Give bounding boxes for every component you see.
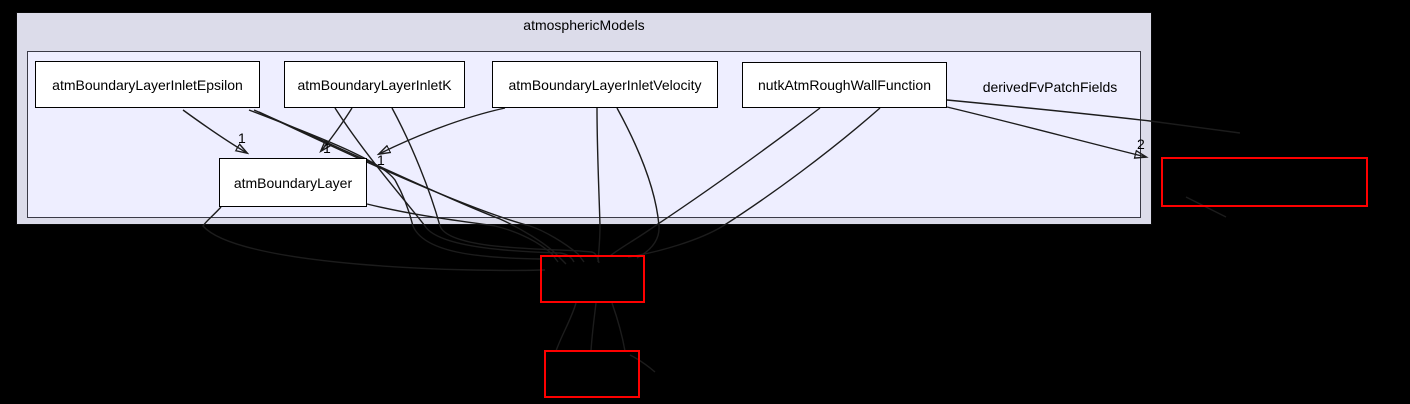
node-atmBoundaryLayer[interactable]: atmBoundaryLayer	[219, 158, 367, 207]
truncated-node-bottom-1[interactable]	[540, 255, 645, 303]
inner-cluster-label[interactable]: derivedFvPatchFields	[982, 79, 1118, 95]
node-atmBoundaryLayerInletK[interactable]: atmBoundaryLayerInletK	[284, 61, 465, 108]
node-atmBoundaryLayerInletVelocity[interactable]: atmBoundaryLayerInletVelocity	[492, 61, 718, 108]
truncated-node-right[interactable]	[1161, 157, 1368, 207]
truncated-node-bottom-2[interactable]	[544, 350, 640, 398]
edge-label-1b: 1	[323, 140, 331, 156]
edge-label-1a: 1	[238, 130, 246, 146]
edge-label-2: 2	[1137, 136, 1145, 152]
node-nutkAtmRoughWallFunction[interactable]: nutkAtmRoughWallFunction	[742, 62, 947, 108]
node-atmBoundaryLayerInletEpsilon[interactable]: atmBoundaryLayerInletEpsilon	[35, 61, 260, 108]
outer-cluster-label[interactable]: atmosphericModels	[523, 17, 645, 33]
edge-label-1c: 1	[377, 152, 385, 168]
